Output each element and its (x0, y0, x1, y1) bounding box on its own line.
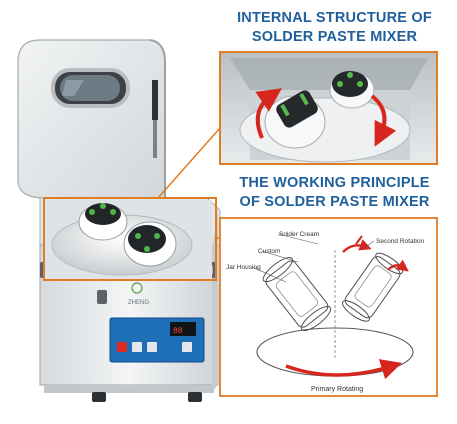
brand-logo: ZHENG (128, 282, 149, 306)
stop-button[interactable] (132, 342, 142, 352)
working-principle-heading: THE WORKING PRINCIPLE OF SOLDER PASTE MI… (212, 174, 457, 212)
principle-heading-line1: THE WORKING PRINCIPLE (239, 175, 430, 191)
machine-feet (92, 392, 202, 402)
lid-window (51, 68, 130, 108)
jar-holder-right (123, 221, 177, 267)
control-panel: 88 (109, 317, 205, 363)
internal-structure-heading: INTERNAL STRUCTURE OF SOLDER PASTE MIXER (212, 9, 457, 47)
jar-holder-left (78, 203, 128, 241)
internal-heading-line2: SOLDER PASTE MIXER (251, 29, 418, 45)
brand-logo-text: ZHENG (128, 300, 149, 306)
label-jar-housing: Jar Housing (226, 264, 261, 271)
internal-structure-photo (219, 51, 438, 165)
mixing-chamber (44, 200, 212, 280)
label-solder-cream: Solder Cream (279, 231, 319, 238)
principle-heading-line2: OF SOLDER PASTE MIXER (239, 194, 430, 210)
diagram-jar-right (341, 252, 404, 322)
diagram-jar-left (262, 257, 332, 332)
label-second-rotation: Second Rotation (376, 238, 424, 245)
svg-text:88: 88 (173, 327, 183, 336)
working-principle-diagram: Solder Cream Custom Jar Housing Second R… (219, 217, 438, 397)
lower-left-latch[interactable] (97, 290, 107, 304)
mode-button[interactable] (147, 342, 157, 352)
label-primary-rotating: Primary Rotating (311, 386, 363, 393)
label-custom: Custom (258, 248, 280, 255)
callout-frame-chamber (43, 197, 217, 281)
start-button[interactable] (117, 342, 127, 352)
photo-jar-right (329, 71, 375, 109)
internal-heading-line1: INTERNAL STRUCTURE OF (237, 10, 432, 26)
lid-gas-spring (152, 80, 158, 158)
timer-button[interactable] (182, 342, 192, 352)
machine-lid[interactable] (17, 39, 166, 199)
